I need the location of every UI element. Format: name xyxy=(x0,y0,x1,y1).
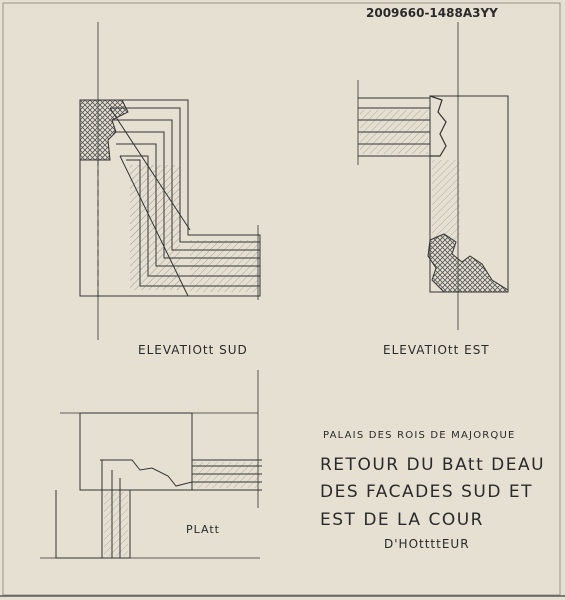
east-elevation-drawing xyxy=(357,22,509,330)
south-elevation-drawing xyxy=(79,22,261,340)
title-line-3: DES FACADES SUD ET xyxy=(320,482,533,502)
title-line-2: RETOUR DU BAtt DEAU xyxy=(320,455,546,475)
reference-number: 2009660-1488A3YY xyxy=(366,6,498,20)
title-line-4: EST DE LA COUR xyxy=(320,510,484,530)
south-elevation-label: ELEVATIOtt SUD xyxy=(138,343,248,357)
east-elevation-label: ELEVATIOtt EST xyxy=(383,343,490,357)
plan-drawing xyxy=(40,370,262,559)
title-line-5: D'HOttttEUR xyxy=(384,537,470,551)
title-line-1: PALAIS DES ROIS DE MAJORQUE xyxy=(323,430,516,441)
plan-label: PLAtt xyxy=(186,523,220,536)
